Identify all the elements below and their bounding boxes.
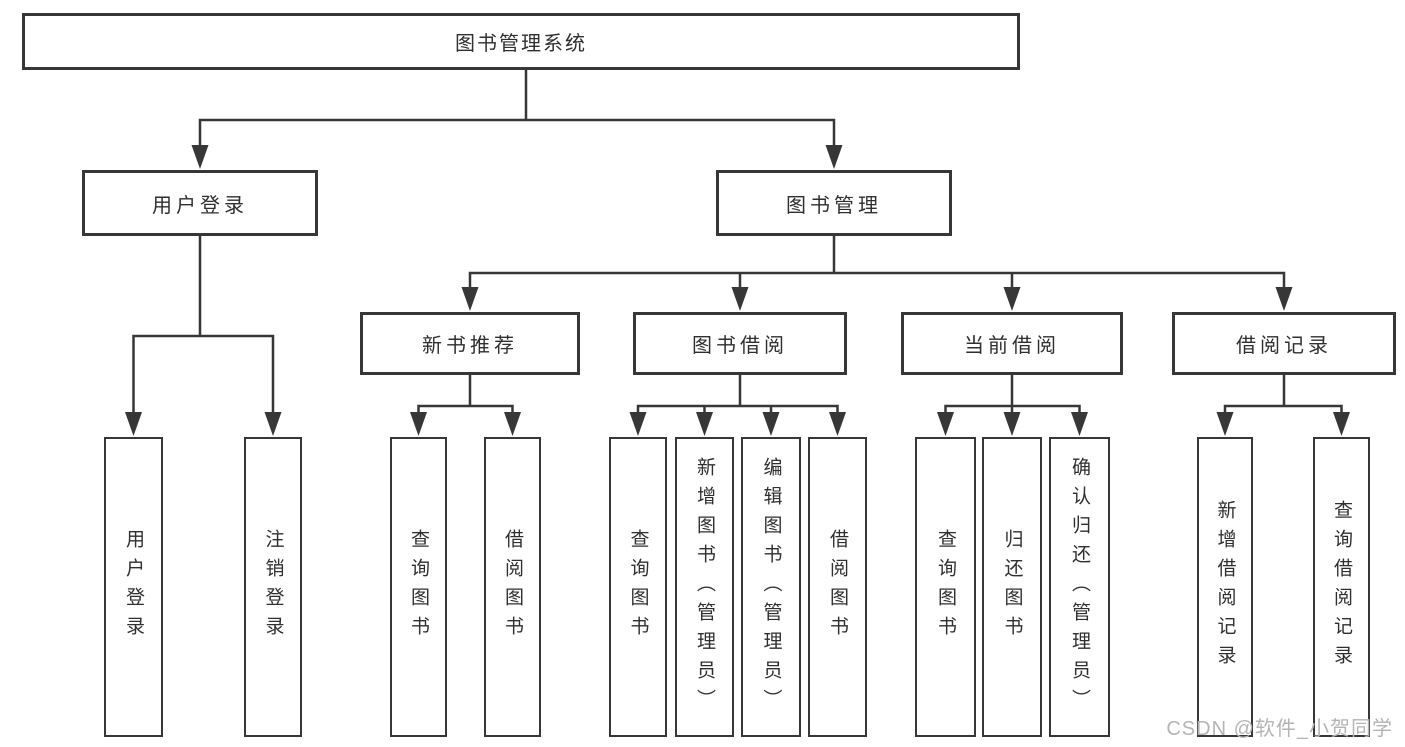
node-book-management-label: 图书管理 — [786, 194, 882, 217]
arrowhead — [1071, 412, 1088, 436]
arrowhead — [731, 287, 749, 311]
node-confirm-return-admin-label: 确认归还（管理员） — [1069, 456, 1090, 718]
arrowhead — [410, 412, 427, 436]
node-query-books-1-label: 查询图书 — [408, 529, 429, 645]
node-query-borrow-record-label: 查询借阅记录 — [1331, 500, 1352, 674]
node-current-borrow-label: 当前借阅 — [964, 335, 1060, 357]
node-add-borrow-record-label: 新增借阅记录 — [1214, 500, 1236, 674]
node-root: 图书管理系统 — [22, 13, 1020, 70]
node-current-borrow: 当前借阅 — [901, 312, 1123, 375]
node-borrow-books-1: 借阅图书 — [484, 437, 541, 737]
node-query-books-3-label: 查询图书 — [935, 529, 956, 645]
node-user-login-leaf: 用户登录 — [104, 437, 163, 737]
arrowhead — [937, 412, 954, 436]
node-return-book-label: 归还图书 — [1001, 529, 1023, 645]
arrowhead — [125, 412, 142, 436]
node-borrow-records: 借阅记录 — [1172, 312, 1396, 375]
arrowhead — [629, 412, 647, 436]
node-root-label: 图书管理系统 — [455, 33, 587, 55]
csdn-watermark: CSDN @软件_小贺同学 — [1166, 718, 1393, 740]
node-confirm-return-admin: 确认归还（管理员） — [1049, 437, 1110, 737]
node-edit-book-admin: 编辑图书（管理员） — [741, 437, 801, 737]
arrowhead — [1275, 287, 1293, 311]
node-add-book-admin-label: 新增图书（管理员） — [694, 456, 715, 718]
node-new-book-recommend-label: 新书推荐 — [422, 335, 518, 357]
arrowhead — [264, 412, 282, 436]
connector-borrow-records-branch — [1223, 375, 1343, 430]
arrowhead — [696, 412, 713, 436]
node-borrow-books-1-label: 借阅图书 — [502, 529, 523, 645]
node-user-login-leaf-label: 用户登录 — [123, 529, 144, 645]
node-query-books-2: 查询图书 — [609, 437, 667, 737]
node-logout-leaf: 注销登录 — [244, 437, 302, 737]
node-edit-book-admin-label: 编辑图书（管理员） — [760, 456, 782, 718]
arrowhead — [504, 412, 521, 436]
connector-root-branch — [198, 70, 836, 162]
node-book-borrow: 图书借阅 — [633, 312, 847, 375]
node-add-borrow-record: 新增借阅记录 — [1197, 437, 1253, 737]
node-borrow-books-2-label: 借阅图书 — [827, 529, 848, 645]
arrowhead — [762, 412, 780, 436]
node-book-borrow-label: 图书借阅 — [692, 335, 788, 357]
connector-book-management-branch — [468, 236, 1286, 304]
connector-user-login-branch — [132, 236, 275, 430]
arrowhead — [1216, 412, 1234, 436]
node-new-book-recommend: 新书推荐 — [360, 312, 580, 375]
arrowhead — [1003, 412, 1021, 436]
arrowhead — [1333, 412, 1350, 436]
node-borrow-books-2: 借阅图书 — [808, 437, 867, 737]
arrowhead — [1003, 287, 1021, 311]
arrowhead — [191, 145, 209, 169]
node-query-books-3: 查询图书 — [915, 437, 976, 737]
node-add-book-admin: 新增图书（管理员） — [675, 437, 734, 737]
node-borrow-records-label: 借阅记录 — [1236, 335, 1332, 357]
node-return-book: 归还图书 — [982, 437, 1042, 737]
connector-book-borrow-branch — [636, 375, 839, 430]
arrowheads — [125, 145, 1350, 436]
arrowhead — [461, 287, 479, 311]
node-query-borrow-record: 查询借阅记录 — [1313, 437, 1370, 737]
node-query-books-2-label: 查询图书 — [627, 529, 649, 645]
node-query-books-1: 查询图书 — [390, 437, 447, 737]
connector-new-book-branch — [417, 375, 514, 430]
node-user-login-label: 用户登录 — [152, 194, 248, 217]
arrowhead — [829, 412, 846, 436]
node-user-login: 用户登录 — [82, 170, 318, 236]
node-logout-leaf-label: 注销登录 — [262, 529, 284, 645]
node-book-management: 图书管理 — [716, 170, 952, 236]
arrowhead — [825, 145, 843, 169]
